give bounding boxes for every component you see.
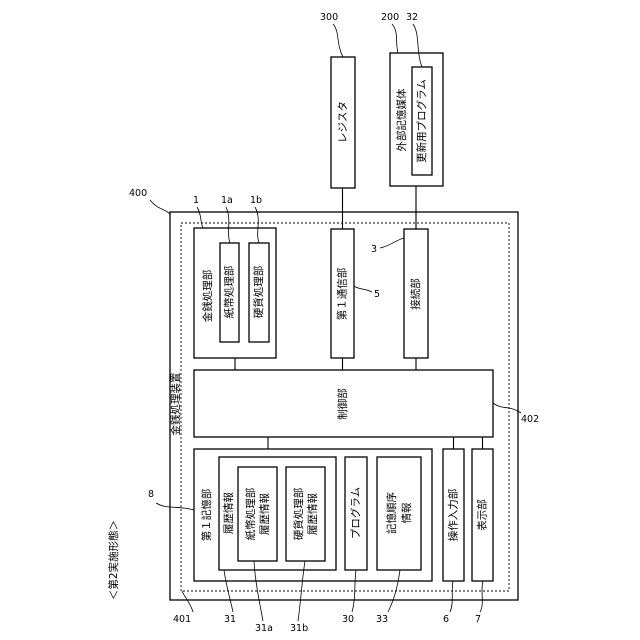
ref-400: 400: [129, 188, 147, 199]
lead-400: [150, 200, 170, 214]
ref-31a: 31a: [255, 623, 273, 634]
lead-300: [333, 24, 343, 57]
register-label: レジスタ: [337, 101, 349, 143]
update-program-label: 更新用プログラム: [415, 79, 428, 163]
ref-32: 32: [406, 12, 418, 23]
ref-200: 200: [381, 12, 399, 23]
paper-money-label: 紙幣処理部: [223, 266, 236, 319]
ref-31b: 31b: [290, 623, 308, 634]
paper-history-label-2: 履歴情報: [258, 493, 271, 535]
control-label: 制御部: [336, 388, 349, 420]
paper-history-label-1: 紙幣処理部: [244, 488, 257, 541]
money-processing-label: 金銭処理部: [201, 270, 214, 323]
storage-order-label-1: 記憶順序: [385, 492, 398, 534]
connection-label: 接続部: [409, 278, 422, 310]
ref-30: 30: [342, 614, 354, 625]
first-communication-label: 第１通信部: [336, 268, 349, 321]
external-storage-label: 外部記憶媒体: [395, 88, 408, 151]
program-label: プログラム: [349, 487, 362, 539]
coin-history-box: [286, 467, 325, 561]
ref-300: 300: [320, 12, 338, 23]
first-storage-label: 第１記憶部: [200, 489, 213, 542]
ref-3: 3: [371, 244, 377, 255]
ref-7: 7: [475, 614, 481, 625]
figure-title: ＜第2実施形態＞: [107, 520, 120, 600]
ref-1a: 1a: [221, 195, 233, 206]
ref-33: 33: [376, 614, 388, 625]
ref-8: 8: [148, 489, 154, 500]
lead-200: [392, 24, 398, 53]
ref-31: 31: [224, 614, 236, 625]
display-label: 表示部: [476, 499, 489, 531]
storage-order-box: [377, 457, 421, 570]
ref-6: 6: [443, 614, 449, 625]
storage-order-label-2: 情報: [400, 502, 413, 523]
ref-401: 401: [173, 614, 191, 625]
operation-input-label: 操作入力部: [447, 489, 460, 542]
history-info-label: 履歴情報: [222, 492, 235, 534]
coin-history-label-2: 履歴情報: [306, 493, 319, 535]
ref-1: 1: [193, 195, 199, 206]
ref-1b: 1b: [250, 195, 262, 206]
ref-402: 402: [521, 414, 539, 425]
device-label: 金銭処理装置: [169, 373, 182, 436]
coin-history-label-1: 硬貨処理部: [292, 488, 305, 541]
ref-5: 5: [374, 289, 380, 300]
coin-label: 硬貨処理部: [252, 266, 265, 319]
paper-history-box: [238, 467, 277, 561]
